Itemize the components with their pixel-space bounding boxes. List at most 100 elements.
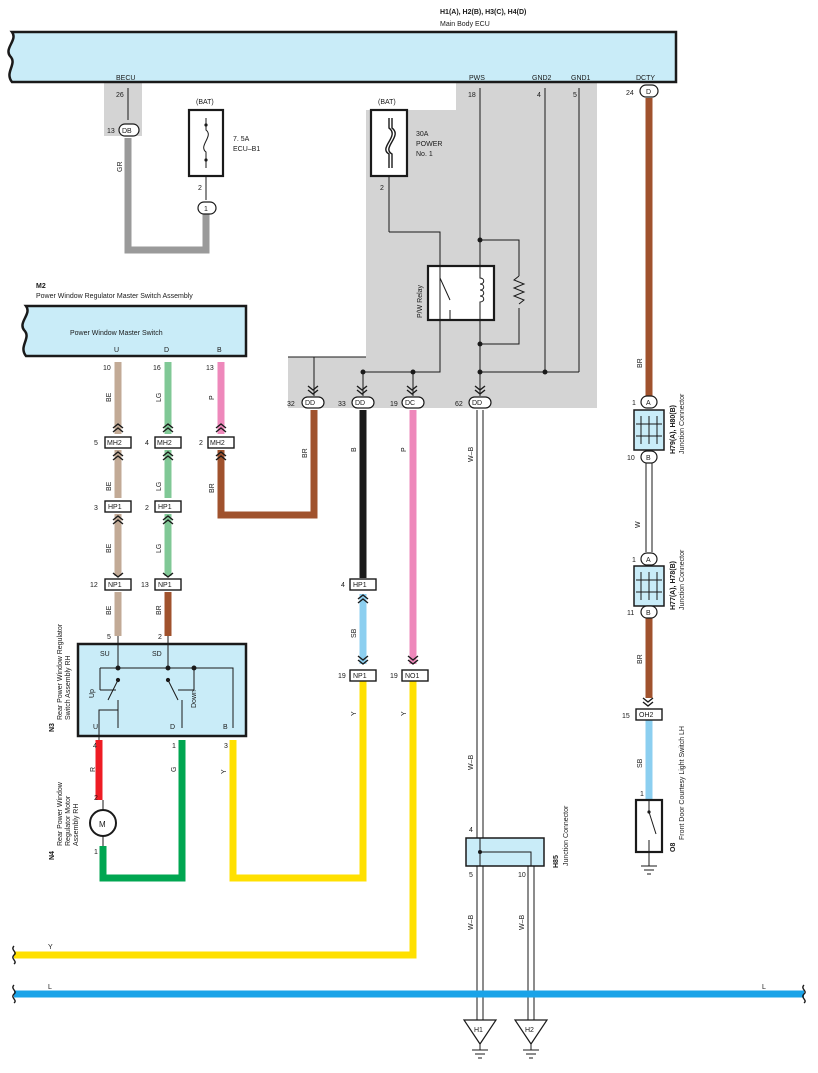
ecu-pin-gnd2: GND2 xyxy=(532,75,552,82)
ecu-pin-dcty: DCTY xyxy=(636,75,655,82)
master-inner: Power Window Master Switch xyxy=(70,330,163,337)
rs-up: Up xyxy=(89,689,96,698)
junction-h79: 1 A B 10 H79(A), H80(B) Junction Connect… xyxy=(627,393,686,464)
svg-text:1: 1 xyxy=(94,849,98,856)
wire-gr xyxy=(124,138,210,254)
svg-text:O8: O8 xyxy=(670,843,677,852)
svg-text:MH2: MH2 xyxy=(210,440,225,447)
svg-text:(BAT): (BAT) xyxy=(196,99,214,106)
svg-text:M: M xyxy=(99,820,106,829)
ground-h2: H2 xyxy=(513,1019,549,1059)
svg-text:H85: H85 xyxy=(553,855,560,868)
svg-text:15: 15 xyxy=(622,713,630,720)
rs-pin-4: 4 xyxy=(93,743,97,750)
svg-text:HP1: HP1 xyxy=(158,504,172,511)
gray-band-ecu xyxy=(288,80,597,408)
svg-text:12: 12 xyxy=(90,582,98,589)
bus-y-label: Y xyxy=(48,944,53,951)
ecu-pin-gnd1: GND1 xyxy=(571,75,591,82)
wire-label-br-dd: BR xyxy=(302,448,309,458)
wire-label-r: R xyxy=(90,767,97,772)
chevrons xyxy=(112,385,654,707)
svg-text:Front Door Courtesy Light Swit: Front Door Courtesy Light Switch LH xyxy=(679,726,686,840)
svg-text:NP1: NP1 xyxy=(158,582,172,589)
wire-label-br-b: BR xyxy=(209,483,216,493)
svg-text:H79(A), H80(B): H79(A), H80(B) xyxy=(670,405,677,454)
svg-text:A: A xyxy=(646,400,651,407)
svg-text:W–B: W–B xyxy=(468,755,475,771)
fuse2: (BAT) 30A POWER No. 1 2 xyxy=(369,99,442,192)
wire-label-sb: SB xyxy=(351,628,358,638)
svg-text:OH2: OH2 xyxy=(639,712,654,719)
rs-pin-d: D xyxy=(170,724,175,731)
wire-label-br-right: BR xyxy=(637,358,644,368)
wire-label-y-np1: Y xyxy=(351,711,358,716)
motor-line1: Rear Power Window xyxy=(57,781,64,846)
svg-text:10: 10 xyxy=(627,455,635,462)
wire-w-right xyxy=(645,462,653,552)
rs-line1: Rear Power Window Regulator xyxy=(57,623,64,720)
bus-y-break xyxy=(12,945,16,965)
svg-text:19: 19 xyxy=(390,673,398,680)
wire-y-np1 xyxy=(229,680,367,882)
master-name: Power Window Regulator Master Switch Ass… xyxy=(36,293,193,300)
svg-text:NO1: NO1 xyxy=(405,673,420,680)
svg-text:7. 5A: 7. 5A xyxy=(233,136,250,143)
svg-text:1: 1 xyxy=(632,400,636,407)
wire-label-y-no1: Y xyxy=(401,711,408,716)
rear-switch-internals xyxy=(98,636,234,740)
motor: 2 M 1 xyxy=(89,795,117,856)
wire-label-lg3: LG xyxy=(156,544,163,553)
fuse1: (BAT) 7. 5A ECU–B1 2 1 xyxy=(187,99,260,215)
ecu-pin-26: 26 xyxy=(116,92,124,99)
courtesy-switch: 1 O8 Front Door Courtesy Light Switch LH xyxy=(634,726,686,875)
motor-line2: Regulator Motor xyxy=(65,795,72,846)
svg-text:30A: 30A xyxy=(416,131,429,138)
wire-label-lg: LG xyxy=(156,393,163,402)
rs-pin-u: U xyxy=(93,724,98,731)
svg-text:4: 4 xyxy=(145,440,149,447)
rs-pin-3: 3 xyxy=(224,743,228,750)
no1: 19 NO1 xyxy=(390,669,429,682)
bus-l-break xyxy=(12,984,806,1004)
svg-text:2: 2 xyxy=(199,440,203,447)
wire-b-br xyxy=(217,410,318,519)
wire-label-wb-top: W–B xyxy=(468,447,475,463)
svg-text:19: 19 xyxy=(390,401,398,408)
rs-down: Down xyxy=(191,690,198,708)
wire-label-y: Y xyxy=(221,769,228,774)
np1-connectors: 12 NP1 13 NP1 xyxy=(90,578,182,591)
svg-text:NP1: NP1 xyxy=(108,582,122,589)
svg-text:H1: H1 xyxy=(474,1027,483,1034)
wire-label-be4: BE xyxy=(106,605,113,615)
svg-text:DC: DC xyxy=(405,400,415,407)
motor-code: N4 xyxy=(49,851,56,860)
svg-text:4: 4 xyxy=(469,827,473,834)
wire-label-br-d: BR xyxy=(156,605,163,615)
np1-b: 19 NP1 xyxy=(338,669,377,682)
svg-text:10: 10 xyxy=(518,872,526,879)
rs-pin-su: SU xyxy=(100,651,110,658)
svg-text:19: 19 xyxy=(338,673,346,680)
oh2-connector: 15 OH2 xyxy=(622,708,663,721)
svg-text:W–B: W–B xyxy=(468,915,475,931)
wire-label-br-right2: BR xyxy=(637,654,644,664)
svg-text:2: 2 xyxy=(94,795,98,802)
hp1-b: 4 HP1 xyxy=(341,578,377,591)
ecu-pin-5: 5 xyxy=(573,92,577,99)
svg-text:HP1: HP1 xyxy=(353,582,367,589)
wire-label-w: W xyxy=(635,521,642,528)
wire-g xyxy=(99,740,186,882)
rs-pin-2: 2 xyxy=(158,634,162,641)
master-pin-16: 16 xyxy=(153,365,161,372)
svg-text:(BAT): (BAT) xyxy=(378,99,396,106)
wire-label-be3: BE xyxy=(106,543,113,553)
junction-h77: 1 A B 11 H77(A), H78(B) Junction Connect… xyxy=(627,549,686,619)
svg-text:HP1: HP1 xyxy=(108,504,122,511)
svg-text:MH2: MH2 xyxy=(107,440,122,447)
rs-pin-5: 5 xyxy=(107,634,111,641)
wire-label-be2: BE xyxy=(106,481,113,491)
svg-text:13: 13 xyxy=(141,582,149,589)
relay-label: P/W Relay xyxy=(417,284,424,318)
